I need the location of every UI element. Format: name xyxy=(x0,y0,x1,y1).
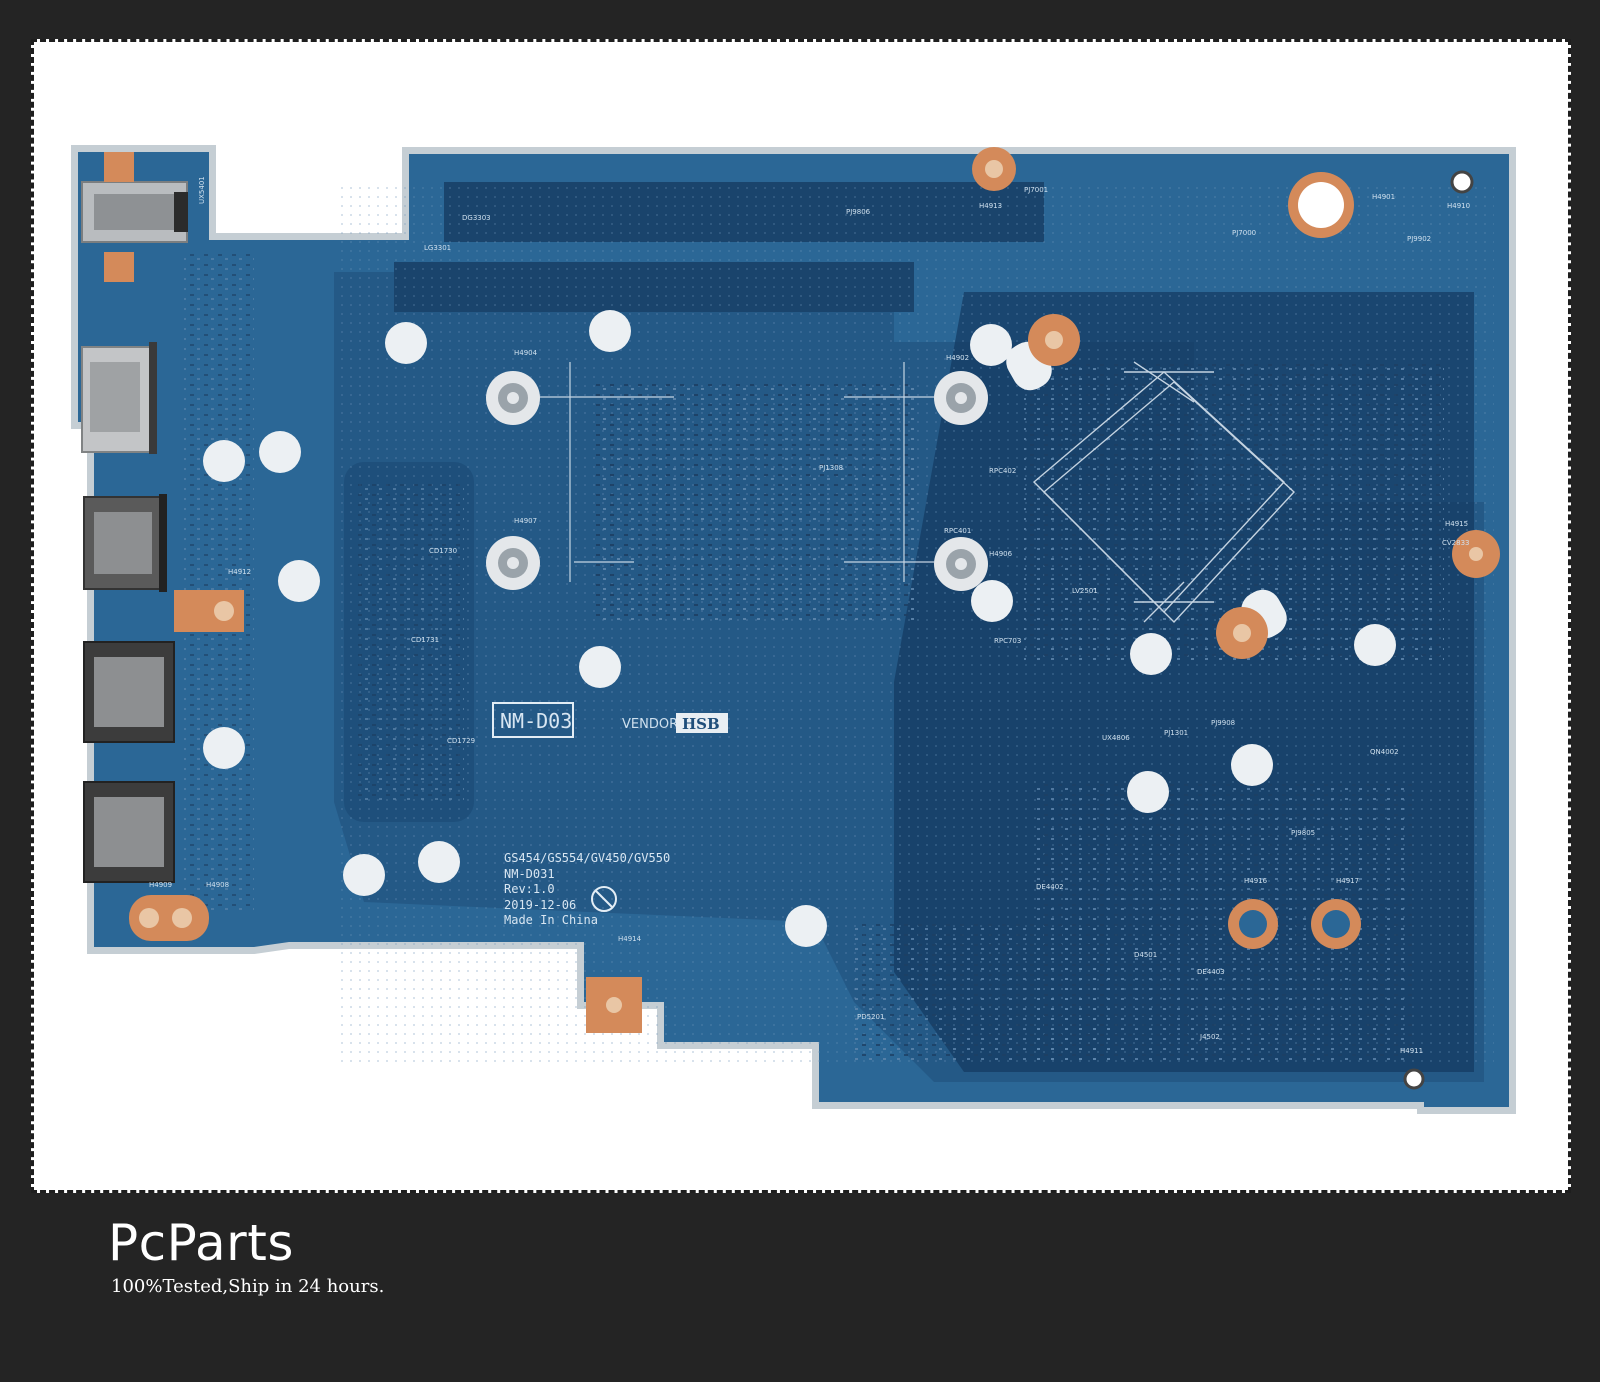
silkscreen-model-box: NM-D03 xyxy=(492,702,574,738)
motherboard-photo: NM-D03 VENDOR : HSB GS454/GS554/GV450/GV… xyxy=(34,42,1574,1196)
ref-h4906: H4906 xyxy=(989,550,1013,558)
ref-cd1731: CD1731 xyxy=(411,636,439,644)
ref-pj7001: PJ7001 xyxy=(1024,186,1048,194)
ref-h4912: H4912 xyxy=(228,568,251,576)
ref-h4907: H4907 xyxy=(514,517,537,525)
usb-port-3 xyxy=(83,781,175,883)
silkscreen-vendor: VENDOR : HSB xyxy=(622,713,728,733)
ref-h4901: H4901 xyxy=(1372,193,1395,201)
ref-cd1730: CD1730 xyxy=(429,547,457,555)
ref-lg3301: LG3301 xyxy=(424,244,451,252)
ref-pj1301: PJ1301 xyxy=(1164,729,1188,737)
ref-de4403: DE4403 xyxy=(1197,968,1225,976)
info-line-3: Rev:1.0 xyxy=(504,882,555,896)
brand-name: PcParts xyxy=(108,1214,294,1272)
ref-rpc402: RPC402 xyxy=(989,467,1016,475)
vendor-label: VENDOR : xyxy=(622,717,687,732)
ref-ux5401: UX5401 xyxy=(198,176,206,204)
ref-h4914: H4914 xyxy=(618,935,642,943)
ref-rpc703: RPC703 xyxy=(994,637,1021,645)
ref-pj9806: PJ9806 xyxy=(846,208,871,216)
info-line-5: Made In China xyxy=(504,913,598,927)
ref-rpc401: RPC401 xyxy=(944,527,971,535)
ref-ux4806: UX4806 xyxy=(1102,734,1130,742)
info-line-4: 2019-12-06 xyxy=(504,898,576,912)
ref-pj9902: PJ9902 xyxy=(1407,235,1431,243)
reference-designators: H4904 H4902 H4907 H4906 H4912 H4913 H490… xyxy=(149,176,1470,1055)
ref-pj9805: PJ9805 xyxy=(1291,829,1315,837)
brand-tagline: 100%Tested,Ship in 24 hours. xyxy=(111,1276,385,1297)
model-box-text: NM-D03 xyxy=(500,709,572,733)
info-line-2: NM-D031 xyxy=(504,867,555,881)
ref-cv2833: CV2833 xyxy=(1442,539,1470,547)
product-photo-frame: NM-D03 VENDOR : HSB GS454/GS554/GV450/GV… xyxy=(31,39,1571,1193)
ref-de4402: DE4402 xyxy=(1036,883,1064,891)
ref-h4911: H4911 xyxy=(1400,1047,1423,1055)
ref-h4902: H4902 xyxy=(946,354,969,362)
ref-h4908: H4908 xyxy=(206,881,229,889)
ref-cd1729: CD1729 xyxy=(447,737,475,745)
ref-d4501: D4501 xyxy=(1134,951,1157,959)
vendor-box-text: HSB xyxy=(682,715,720,733)
white-pads xyxy=(203,310,1396,947)
ref-pj1308: PJ1308 xyxy=(819,464,843,472)
ref-j4502: J4502 xyxy=(1199,1033,1220,1041)
ref-h4909: H4909 xyxy=(149,881,172,889)
info-line-1: GS454/GS554/GV450/GV550 xyxy=(504,851,670,865)
usb-port-1 xyxy=(83,494,167,592)
ref-qn4002: QN4002 xyxy=(1370,748,1399,756)
ref-h4910: H4910 xyxy=(1447,202,1470,210)
ref-lv2501: LV2501 xyxy=(1072,587,1098,595)
usb-port-2 xyxy=(83,641,175,743)
copper-pads xyxy=(104,147,1500,1033)
ref-h4904: H4904 xyxy=(514,349,538,357)
dc-jack xyxy=(81,181,188,243)
pcb-board xyxy=(71,145,1516,1114)
hdmi-port xyxy=(81,342,157,454)
screw-standoffs xyxy=(486,170,1474,1090)
ref-dg3303: DG3303 xyxy=(462,214,491,222)
ref-pj7000: PJ7000 xyxy=(1232,229,1256,237)
silkscreen-info: GS454/GS554/GV450/GV550 NM-D031 Rev:1.0 … xyxy=(504,851,670,927)
ref-h4916: H4916 xyxy=(1244,877,1268,885)
ref-h4915: H4915 xyxy=(1445,520,1468,528)
ref-h4917: H4917 xyxy=(1336,877,1359,885)
ref-pj9908: PJ9908 xyxy=(1211,719,1235,727)
ref-h4913: H4913 xyxy=(979,202,1002,210)
ref-pd5201: PD5201 xyxy=(857,1013,884,1021)
